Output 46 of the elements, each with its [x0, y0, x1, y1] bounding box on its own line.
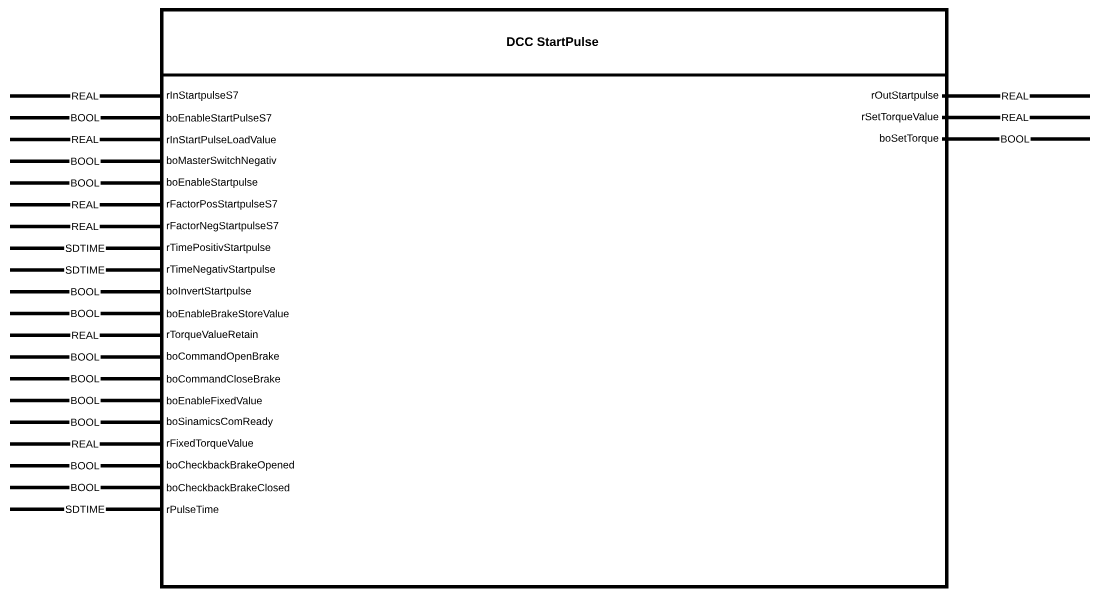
data-type-label: SDTIME	[64, 265, 106, 275]
pin-name: boMasterSwitchNegativ	[166, 156, 277, 167]
pin-name: rFactorPosStartpulseS7	[166, 199, 278, 210]
data-type-label: SDTIME	[64, 505, 106, 514]
data-type-label: BOOL	[69, 483, 101, 492]
pin-name: boCommandCloseBrake	[166, 374, 281, 383]
pin-name: rSetTorqueValue	[862, 112, 939, 123]
pin-name: boCommandOpenBrake	[166, 352, 279, 362]
pin-name: rFactorNegStartpulseS7	[166, 221, 279, 232]
pin-name: rPulseTime	[166, 505, 219, 514]
data-type-label: BOOL	[69, 396, 101, 405]
data-type-label: BOOL	[69, 178, 101, 188]
data-type-label: BOOL	[69, 418, 101, 427]
pin-name: rInStartPulseLoadValue	[166, 135, 276, 144]
data-type-label: BOOL	[69, 374, 101, 383]
pin-name: boSinamicsComReady	[166, 417, 273, 428]
pin-name: rTimePositivStartpulse	[166, 243, 271, 254]
data-type-label: BOOL	[69, 461, 101, 470]
data-type-label: BOOL	[69, 287, 101, 296]
data-type-label: REAL	[1000, 113, 1030, 122]
data-type-label: REAL	[70, 331, 100, 340]
pin-name: boSetTorque	[879, 134, 939, 144]
pin-name: rFixedTorqueValue	[166, 439, 254, 449]
pin-name: rInStartpulseS7	[166, 91, 239, 101]
pin-name: boInvertStartpulse	[166, 286, 251, 297]
pin-name: boEnableStartpulse	[166, 178, 258, 188]
pin-name: rTimeNegativStartpulse	[166, 265, 276, 275]
pin-name: boEnableFixedValue	[166, 396, 262, 405]
data-type-label: SDTIME	[64, 244, 106, 253]
pin-name: boCheckbackBrakeClosed	[166, 483, 290, 492]
pin-name: rTorqueValueRetain	[166, 330, 258, 341]
data-type-label: REAL	[70, 91, 100, 101]
data-type-label: BOOL	[69, 352, 101, 362]
pin-name: rOutStartpulse	[871, 91, 939, 101]
data-type-label: REAL	[70, 135, 100, 144]
pin-name: boEnableBrakeStoreValue	[166, 309, 289, 318]
data-type-label: REAL	[70, 222, 100, 231]
data-type-label: REAL	[1000, 91, 1030, 101]
data-type-label: BOOL	[999, 134, 1031, 144]
pin-name: boCheckbackBrakeOpened	[166, 460, 294, 471]
data-type-label: REAL	[70, 439, 100, 449]
data-type-label: BOOL	[69, 309, 101, 318]
data-type-label: BOOL	[69, 113, 101, 122]
pin-name: boEnableStartPulseS7	[166, 113, 272, 122]
data-type-label: BOOL	[69, 157, 101, 166]
data-type-label: REAL	[70, 200, 100, 209]
